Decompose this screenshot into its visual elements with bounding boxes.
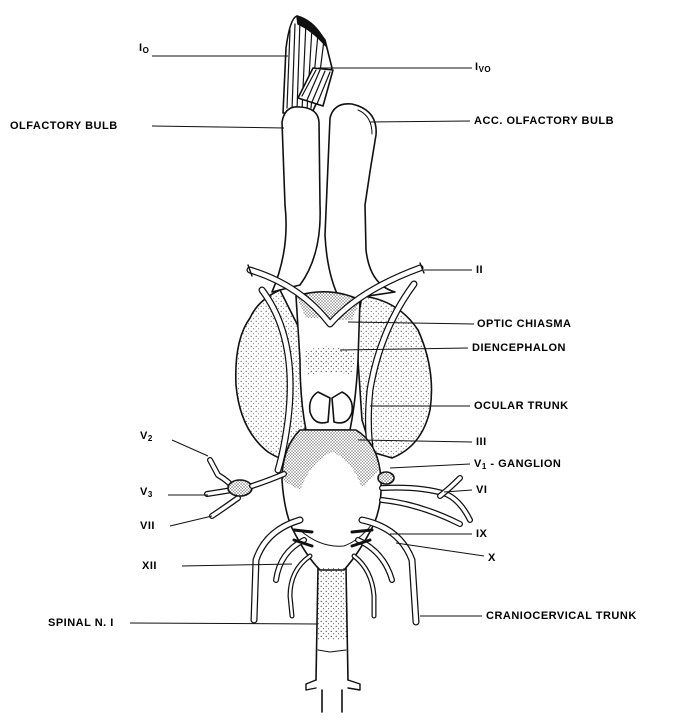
label-io: IO: [139, 42, 149, 57]
label-olfactory-bulb: OLFACTORY BULB: [10, 120, 118, 132]
label-ix: IX: [476, 528, 487, 540]
label-xii: XII: [142, 560, 157, 572]
label-spinal-n1: SPINAL N. I: [48, 617, 114, 629]
label-x: X: [488, 552, 496, 564]
label-v1-ganglion: V1 - GANGLION: [474, 458, 561, 473]
label-ocular-trunk: OCULAR TRUNK: [474, 400, 569, 412]
label-v3: V3: [140, 486, 153, 501]
accessory-olfactory-bulb: [325, 104, 395, 300]
label-ii: II: [476, 264, 483, 276]
label-v2: V2: [140, 430, 153, 445]
label-ivo: IVO: [475, 61, 491, 76]
label-vii: VII: [140, 520, 155, 532]
label-optic-chiasma: OPTIC CHIASMA: [477, 318, 572, 330]
label-vi: VI: [476, 484, 487, 496]
olfactory-bulb: [272, 107, 320, 292]
label-acc-olfactory-bulb: ACC. OLFACTORY BULB: [474, 115, 614, 127]
label-craniocervical-trunk: CRANIOCERVICAL TRUNK: [486, 610, 637, 622]
label-iii: III: [476, 436, 487, 448]
trigeminal-branches: [207, 460, 284, 516]
label-diencephalon: DIENCEPHALON: [472, 342, 566, 354]
right-cranial-branches: [378, 472, 470, 524]
